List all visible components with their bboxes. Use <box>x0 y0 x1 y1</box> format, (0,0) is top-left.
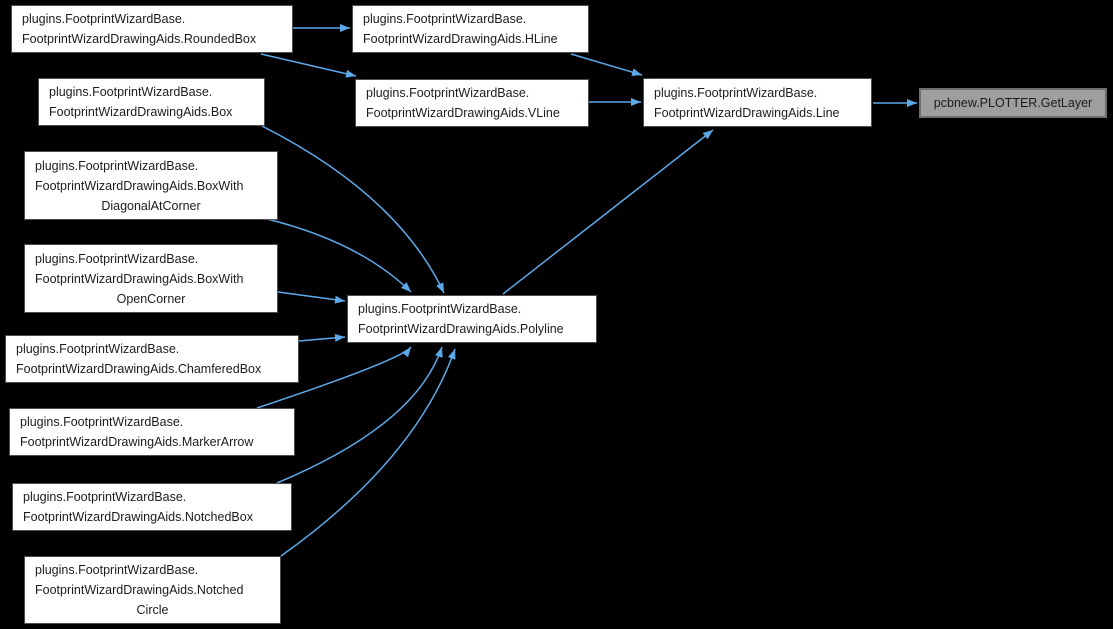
node-boxwithopencorner[interactable]: plugins.FootprintWizardBase. FootprintWi… <box>24 244 278 313</box>
node-label-line: plugins.FootprintWizardBase. <box>363 12 527 26</box>
node-getlayer: pcbnew.PLOTTER.GetLayer <box>919 88 1107 118</box>
node-label-line: FootprintWizardDrawingAids.ChamferedBox <box>16 362 262 376</box>
node-box[interactable]: plugins.FootprintWizardBase. FootprintWi… <box>38 78 265 126</box>
node-label-line: FootprintWizardDrawingAids.VLine <box>366 106 560 120</box>
node-label-line: Circle <box>136 603 169 617</box>
node-label-line: plugins.FootprintWizardBase. <box>23 490 187 504</box>
node-label-line: plugins.FootprintWizardBase. <box>35 563 199 577</box>
node-label-line: FootprintWizardDrawingAids.NotchedBox <box>23 510 253 524</box>
node-vline[interactable]: plugins.FootprintWizardBase. FootprintWi… <box>355 79 589 127</box>
edge-markerarrow-polyline <box>256 346 412 409</box>
node-label-line: FootprintWizardDrawingAids.HLine <box>363 32 558 46</box>
edge-boxwithopen-polyline <box>277 291 346 304</box>
node-hline[interactable]: plugins.FootprintWizardBase. FootprintWi… <box>352 5 589 53</box>
node-label-line: plugins.FootprintWizardBase. <box>20 415 184 429</box>
edge-notchedcircle-polyline <box>280 348 456 557</box>
node-label-line: plugins.FootprintWizardBase. <box>22 12 186 26</box>
node-label-line: FootprintWizardDrawingAids.Polyline <box>358 322 564 336</box>
node-line[interactable]: plugins.FootprintWizardBase. FootprintWi… <box>643 78 872 127</box>
node-label-line: plugins.FootprintWizardBase. <box>16 342 180 356</box>
node-polyline[interactable]: plugins.FootprintWizardBase. FootprintWi… <box>347 295 597 343</box>
node-roundedbox[interactable]: plugins.FootprintWizardBase. FootprintWi… <box>11 5 293 53</box>
node-label-line: plugins.FootprintWizardBase. <box>35 158 199 173</box>
node-label-line: plugins.FootprintWizardBase. <box>35 251 199 266</box>
node-label-line: FootprintWizardDrawingAids.RoundedBox <box>22 32 257 46</box>
node-label-line: FootprintWizardDrawingAids.Notched <box>35 583 244 597</box>
node-chamferedbox[interactable]: plugins.FootprintWizardBase. FootprintWi… <box>5 335 299 383</box>
node-boxwithdiagonalatcorner[interactable]: plugins.FootprintWizardBase. FootprintWi… <box>24 151 278 220</box>
node-label-line: plugins.FootprintWizardBase. <box>366 86 530 100</box>
node-label-line: FootprintWizardDrawingAids.Line <box>654 105 840 120</box>
node-label-line: pcbnew.PLOTTER.GetLayer <box>933 96 1093 110</box>
node-label-line: plugins.FootprintWizardBase. <box>358 302 522 316</box>
node-label-line: OpenCorner <box>116 291 186 306</box>
node-label-line: plugins.FootprintWizardBase. <box>49 85 213 99</box>
node-label-line: plugins.FootprintWizardBase. <box>654 85 818 100</box>
node-notchedcircle[interactable]: plugins.FootprintWizardBase. FootprintWi… <box>24 556 281 624</box>
edge-boxwithdiagonal-polyline <box>266 218 412 293</box>
node-notchedbox[interactable]: plugins.FootprintWizardBase. FootprintWi… <box>12 483 292 531</box>
edge-notchedbox-polyline <box>276 346 443 484</box>
node-label-line: FootprintWizardDrawingAids.BoxWith <box>35 178 244 193</box>
edge-chamferedbox-polyline <box>298 333 346 342</box>
node-label-line: FootprintWizardDrawingAids.BoxWith <box>35 271 244 286</box>
edge-box-polyline <box>261 125 445 294</box>
node-label-line: FootprintWizardDrawingAids.Box <box>49 105 233 119</box>
edge-roundedbox-vline <box>260 53 357 78</box>
node-label-line: DiagonalAtCorner <box>101 198 201 213</box>
edge-hline-line <box>570 53 643 76</box>
node-label-line: FootprintWizardDrawingAids.MarkerArrow <box>20 435 254 449</box>
node-markerarrow[interactable]: plugins.FootprintWizardBase. FootprintWi… <box>9 408 295 456</box>
edge-polyline-line <box>502 129 714 295</box>
